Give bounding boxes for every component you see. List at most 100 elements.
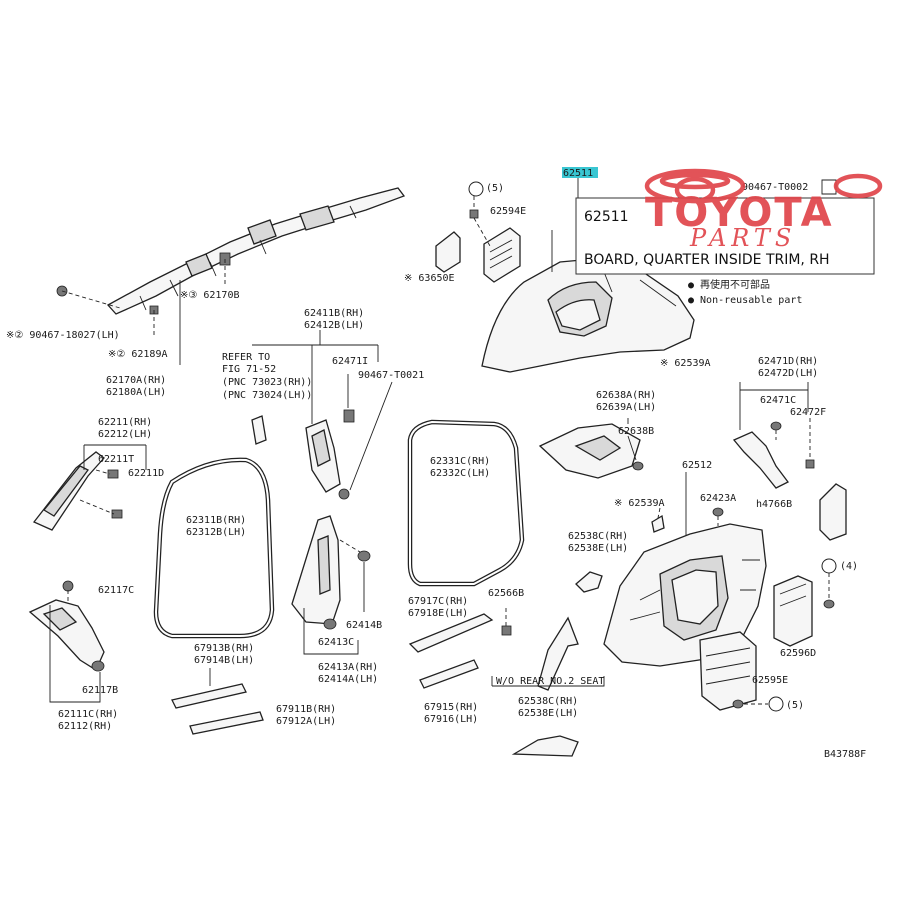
part-tooltip[interactable]: 62511 BOARD, QUARTER INSIDE TRIM, RH (575, 197, 875, 275)
label-62472d: 62472D(LH) (758, 368, 818, 379)
tooltip-part-number: 62511 (584, 209, 629, 225)
label-62566b: 62566B (488, 588, 524, 599)
label-62423a: 62423A (700, 493, 736, 504)
label-62414a: 62414A(LH) (318, 674, 378, 685)
deck-trim-cover-62638a (538, 418, 644, 479)
logo-brand-text: TOYOTA (645, 190, 834, 236)
cover-62596d (773, 558, 837, 647)
label-90467-t0021: 90467-T0021 (358, 370, 424, 381)
label-67918e: 67918E(LH) (408, 608, 468, 619)
label-62471c: 62471C (760, 395, 796, 406)
rear-pillar-garnish (732, 382, 815, 489)
label-62170a: 62170A(RH) (106, 375, 166, 386)
label-67917c: 67917C(RH) (408, 596, 468, 607)
label-62211d: 62211D (128, 468, 164, 479)
center-pillar-lower (291, 515, 371, 655)
highlight-62511 (562, 167, 598, 178)
rear-door-weatherstrip (407, 419, 525, 587)
label-62412b: 62412B(LH) (304, 320, 364, 331)
label-62111c: 62111C(RH) (58, 709, 118, 720)
label-67915: 67915(RH) (424, 702, 478, 713)
label-62472f: 62472F (790, 407, 826, 418)
label-62312b: 62312B(LH) (186, 527, 246, 538)
label-62170b: ※③ 62170B (180, 290, 240, 301)
label-62413a: 62413A(RH) (318, 662, 378, 673)
label-62638a: 62638A(RH) (596, 390, 656, 401)
label-62112: 62112(RH) (58, 721, 112, 732)
label-5-bottom: (5) (786, 700, 804, 711)
label-62595e: 62595E (752, 675, 788, 686)
label-67914b: 67914B(LH) (194, 655, 254, 666)
label-67912a: 67912A(LH) (276, 716, 336, 727)
label-67913b: 67913B(RH) (194, 643, 254, 654)
label-67911b: 67911B(RH) (276, 704, 336, 715)
label-62638b: 62638B (618, 426, 654, 437)
label-62471i: 62471I (332, 356, 368, 367)
cowl-side-trim (28, 580, 105, 703)
label-62212: 62212(LH) (98, 429, 152, 440)
label-62413c: 62413C (318, 637, 354, 648)
label-62538e-bottom: 62538E(LH) (518, 708, 578, 719)
label-pnc-73024: (PNC 73024(LH)) (222, 390, 312, 401)
circle-callout-5-bottom (768, 696, 784, 712)
label-62471d: 62471D(RH) (758, 356, 818, 367)
tooltip-description: BOARD, QUARTER INSIDE TRIM, RH (584, 252, 830, 268)
label-62539a-top: ※ 62539A (660, 358, 711, 369)
label-62538c-mid: 62538C(RH) (568, 531, 628, 542)
label-62211t: 62211T (98, 454, 134, 465)
label-62596d: 62596D (780, 648, 816, 659)
legend-en: ● Non-reusable part (688, 295, 802, 306)
rear-scuff-plates (408, 608, 512, 689)
logo-ring-right (833, 173, 883, 199)
rear-corner-cover (819, 483, 847, 541)
label-62594e: 62594E (490, 206, 526, 217)
circle-callout-4 (821, 558, 837, 574)
label-pnc-73023: (PNC 73023(RH)) (222, 377, 312, 388)
logo-ring-inner-v (674, 176, 716, 204)
label-62538c-bottom: 62538C(RH) (518, 696, 578, 707)
center-pillar-upper (251, 330, 393, 500)
front-scuff-plates (171, 668, 264, 735)
label-62414b: 62414B (346, 620, 382, 631)
label-62189a: ※② 62189A (108, 349, 168, 360)
front-pillar-garnish (32, 444, 147, 531)
label-62639a: 62639A(LH) (596, 402, 656, 413)
label-h4766b: h4766B (756, 499, 792, 510)
roof-side-rail-assembly (56, 187, 406, 365)
label-62117c: 62117C (98, 585, 134, 596)
label-67916: 67916(LH) (424, 714, 478, 725)
label-62180a: 62180A(LH) (106, 387, 166, 398)
legend-jp: ● 再使用不可部品 (688, 278, 770, 291)
label-90467-18027: ※② 90467-18027(LH) (6, 330, 120, 341)
label-62117b: 62117B (82, 685, 118, 696)
logo-sub-text: PARTS (689, 224, 796, 252)
toyota-logo: TOYOTA PARTS (644, 168, 883, 252)
label-5-top: (5) (486, 183, 504, 194)
label-62332c: 62332C(LH) (430, 468, 490, 479)
deck-side-trim-62512 (575, 472, 767, 667)
label-90467-t0002: 90467-T0002 (742, 182, 808, 193)
clip-62594e (468, 181, 521, 283)
label-62511-highlight[interactable]: 62511 (563, 168, 593, 179)
circle-callout-5-top (468, 181, 484, 197)
clip-63650e (435, 231, 461, 273)
label-63650e: ※ 63650E (404, 273, 455, 284)
logo-ring-inner-h (659, 172, 731, 190)
label-62311b: 62311B(RH) (186, 515, 246, 526)
label-refer-to: REFER TO (222, 352, 270, 363)
figure-code: B43788F (824, 749, 866, 760)
label-62331c: 62331C(RH) (430, 456, 490, 467)
label-62211: 62211(RH) (98, 417, 152, 428)
label-62411b: 62411B(RH) (304, 308, 364, 319)
wo-rear-seat-option (491, 616, 605, 757)
front-door-weatherstrip (153, 457, 275, 639)
cover-62595e (699, 631, 784, 712)
label-62538e-mid: 62538E(LH) (568, 543, 628, 554)
label-4: (4) (840, 561, 858, 572)
label-62512: 62512 (682, 460, 712, 471)
quarter-inside-trim-board[interactable] (481, 178, 695, 373)
label-62539a-mid: ※ 62539A (614, 498, 665, 509)
label-wo-rear-no2-seat: W/O REAR NO.2 SEAT (496, 676, 604, 687)
label-fig-71-52: FIG 71-52 (222, 364, 276, 375)
